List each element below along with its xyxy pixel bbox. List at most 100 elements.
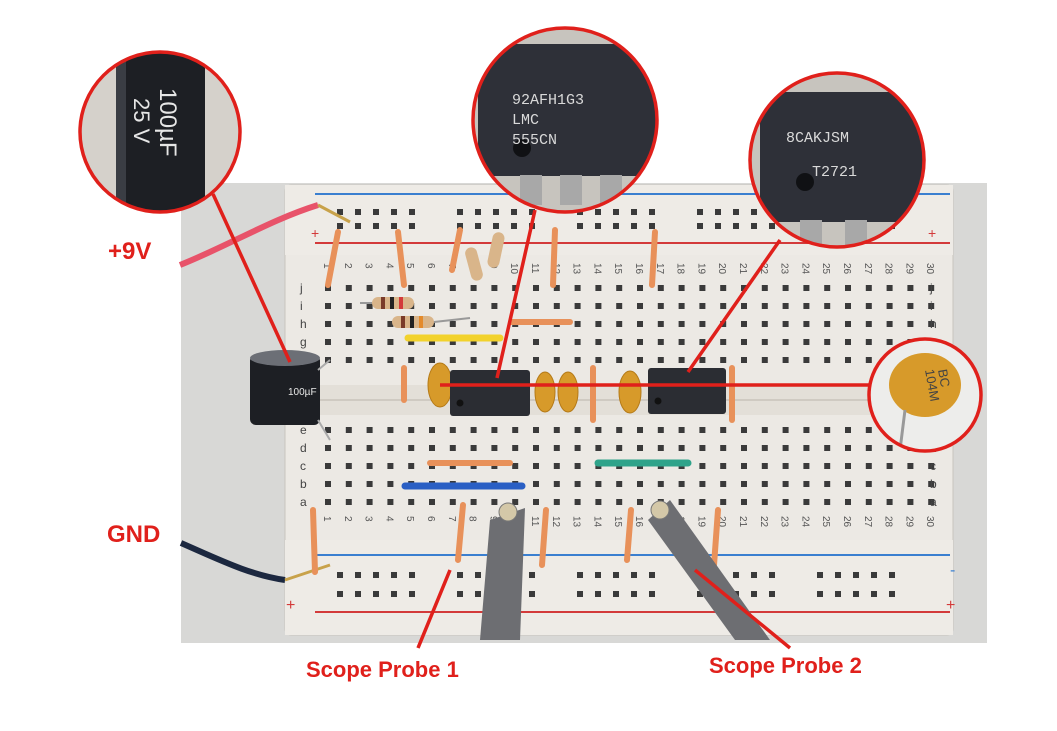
column-number: 8 xyxy=(467,516,478,522)
column-number: 26 xyxy=(841,516,852,528)
scope-probe-1-label: Scope Probe 1 xyxy=(306,657,459,682)
column-number: 6 xyxy=(425,263,436,269)
column-number: 4 xyxy=(383,263,394,269)
ground-wire-black xyxy=(179,540,286,583)
column-number: 22 xyxy=(758,263,769,275)
row-letter: j xyxy=(929,281,933,295)
rail-minus-sign: - xyxy=(950,562,955,579)
rail-plus-sign: + xyxy=(928,225,936,241)
orange-jumpers xyxy=(310,227,735,575)
column-number: 17 xyxy=(654,263,665,275)
column-number: 19 xyxy=(695,516,706,528)
rail-plus-sign: + xyxy=(311,225,319,241)
column-number: 5 xyxy=(404,263,415,269)
ground-label: GND xyxy=(107,521,161,548)
column-number: 23 xyxy=(779,263,790,275)
ti-chip-part-text: T2721 xyxy=(812,164,857,181)
column-number: 1 xyxy=(321,516,332,522)
breadboard-holes xyxy=(325,285,935,505)
column-number: 22 xyxy=(758,516,769,528)
scope-probe-1 xyxy=(480,502,525,640)
power-label: +9V xyxy=(108,238,152,265)
column-number: 1 xyxy=(321,263,332,269)
callout-lines xyxy=(211,193,880,650)
callout-ceramic-capacitor: BC 104M xyxy=(867,337,983,453)
ceramic-cap-value-text: 104M xyxy=(922,368,942,403)
column-number: 12 xyxy=(550,516,561,528)
row-letter: h xyxy=(300,317,307,331)
callout-electrolytic-capacitor: 100µF 25 V xyxy=(78,50,242,214)
row-letter: b xyxy=(930,477,937,491)
column-number: 16 xyxy=(633,516,644,528)
column-number: 15 xyxy=(612,263,623,275)
rail-plus-sign: + xyxy=(946,597,955,614)
column-number: 6 xyxy=(425,516,436,522)
column-number: 11 xyxy=(529,516,540,527)
electrolytic-capacitor: 100µF xyxy=(250,350,320,425)
column-number: 23 xyxy=(779,516,790,528)
ground-lead xyxy=(284,563,331,582)
column-number: 15 xyxy=(612,516,623,528)
timer-chip-on-board xyxy=(450,370,530,416)
row-letter: j xyxy=(299,281,303,295)
column-number: 27 xyxy=(862,516,873,528)
column-number: 30 xyxy=(924,516,935,528)
column-number: 7 xyxy=(446,516,457,522)
chip-part-text: 555CN xyxy=(512,132,557,149)
column-number: 5 xyxy=(404,516,415,522)
capacitor-voltage-text: 25 V xyxy=(129,98,154,144)
row-letter: g xyxy=(300,335,307,349)
row-letter: i xyxy=(300,299,303,313)
column-number: 29 xyxy=(903,516,914,528)
column-number: 9 xyxy=(487,516,498,522)
column-number: 24 xyxy=(799,516,810,528)
row-letter: e xyxy=(300,423,307,437)
ti-chip-on-board xyxy=(648,368,726,414)
row-letter: c xyxy=(300,459,306,473)
column-number: 29 xyxy=(903,263,914,275)
row-letter: c xyxy=(930,459,936,473)
scope-probe-2-label: Scope Probe 2 xyxy=(709,653,862,678)
column-number: 25 xyxy=(820,516,831,528)
ti-chip-code-text: 8CAKJSM xyxy=(786,130,849,147)
column-number: 28 xyxy=(883,263,894,275)
callout-timer-chip: 92AFH1G3 LMC 555CN xyxy=(471,26,659,214)
row-letter: i xyxy=(930,299,933,313)
column-number: 11 xyxy=(529,263,540,274)
column-number: 21 xyxy=(737,516,748,528)
column-number: 16 xyxy=(633,263,644,275)
column-number: 21 xyxy=(737,263,748,275)
resistors xyxy=(360,232,505,328)
column-number: 24 xyxy=(799,263,810,275)
capacitor-value-text: 100µF xyxy=(154,88,181,157)
column-number: 20 xyxy=(716,263,727,275)
column-number: 13 xyxy=(571,516,582,528)
column-number: 26 xyxy=(841,263,852,275)
row-letter: a xyxy=(300,495,307,509)
column-number: 27 xyxy=(862,263,873,275)
ceramic-cap-text: BC xyxy=(935,368,953,388)
column-number: 14 xyxy=(591,516,602,528)
column-number: 19 xyxy=(695,263,706,275)
power-wire-red xyxy=(178,202,319,268)
chip-maker-text: LMC xyxy=(512,112,539,129)
row-letter: h xyxy=(930,317,937,331)
column-number: 30 xyxy=(924,263,935,275)
row-letter: b xyxy=(300,477,307,491)
svg-text:100µF: 100µF xyxy=(288,387,317,398)
column-number: 20 xyxy=(716,516,727,528)
breadboard: 1122334455667788991010111112121313141415… xyxy=(284,184,954,636)
column-number: 2 xyxy=(342,263,353,269)
column-number: 25 xyxy=(820,263,831,275)
row-letter: a xyxy=(930,495,937,509)
column-number: 3 xyxy=(363,263,374,269)
row-letter: d xyxy=(300,441,307,455)
column-number: 18 xyxy=(675,263,686,275)
column-number: 14 xyxy=(591,263,602,275)
column-number: 28 xyxy=(883,516,894,528)
column-number: 2 xyxy=(342,516,353,522)
column-number: 4 xyxy=(383,516,394,522)
chip-code-text: 92AFH1G3 xyxy=(512,92,584,109)
callout-ti-chip: 8CAKJSM T2721 xyxy=(748,71,926,249)
